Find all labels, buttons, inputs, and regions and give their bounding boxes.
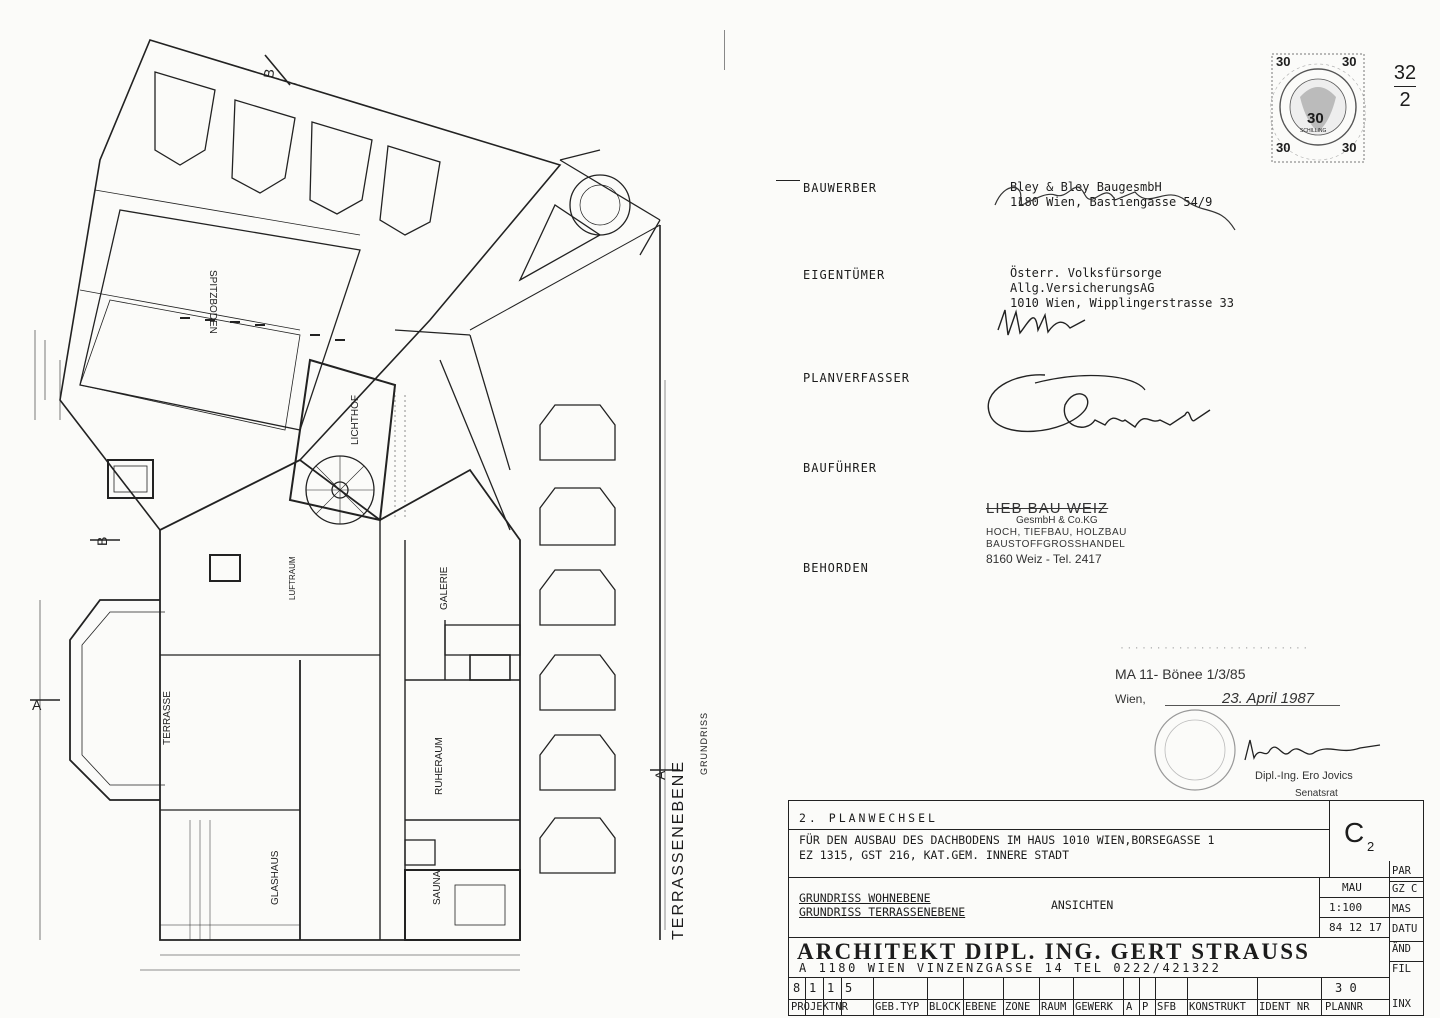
label-behoerden: BEHORDEN — [803, 561, 869, 575]
code-number-0: 8 — [793, 981, 801, 995]
approval-ref: MA 11- Bönee 1/3/85 — [1115, 666, 1246, 682]
stamp-value-tr: 30 — [1342, 54, 1357, 69]
revenue-stamp: 30 30 30 30 30 SCHILLING — [1269, 52, 1367, 164]
view-title: TERRASSENEBENE — [668, 760, 688, 940]
title-block: 2. PLANWECHSEL FÜR DEN AUSBAU DES DACHBO… — [788, 800, 1424, 1016]
view-title-main: TERRASSENEBENE — [670, 759, 687, 940]
footer-cell-3: EBENE — [965, 1001, 997, 1013]
content-extra: ANSICHTEN — [1051, 898, 1114, 912]
footer-cell-1: GEB.TYP — [875, 1001, 920, 1013]
approval-faint-line: · · · · · · · · · · · · · · · · · · · · … — [1120, 640, 1308, 654]
stamp-value-bl: 30 — [1276, 140, 1291, 155]
room-label-spitzboden: SPITZBODEN — [207, 270, 218, 334]
sheet-number-top: 32 — [1393, 62, 1417, 84]
stamp-currency: SCHILLING — [1300, 128, 1327, 134]
label-bauwerber: BAUWERBER — [803, 181, 878, 195]
room-label-ruheraum: RUHERAUM — [434, 737, 445, 795]
contractor-line-4: 8160 Weiz - Tel. 2417 — [986, 552, 1102, 566]
sheet-code: C — [1344, 817, 1365, 848]
right-col-1: GZ C — [1392, 883, 1418, 895]
right-col-4: ÄND — [1392, 943, 1411, 955]
eigentuemer-line-3: 1010 Wien, Wipplingerstrasse 33 — [1010, 296, 1234, 310]
stamp-value-center: 30 — [1307, 110, 1324, 127]
footer-cell-0: PROJEKTNR — [791, 1001, 848, 1013]
code-number-3: 5 — [845, 981, 853, 995]
title-heading: 2. PLANWECHSEL — [799, 811, 938, 825]
footer-cell-8: P — [1142, 1001, 1149, 1013]
label-eigentuemer: EIGENTÜMER — [803, 268, 886, 282]
view-subtitle: GRUNDRISS — [692, 712, 711, 775]
footer-cell-2: BLOCK — [929, 1001, 961, 1013]
contractor-line-2: HOCH, TIEFBAU, HOLZBAU — [986, 527, 1127, 538]
approval-place: Wien, — [1115, 692, 1146, 706]
room-label-sauna: SAUNA — [432, 870, 443, 905]
contractor-name: LIEB BAU WEIZ — [986, 500, 1109, 517]
authority-seal — [1154, 709, 1236, 791]
room-label-luftraum: LUFTRAUM — [288, 556, 297, 600]
room-label-galerie: GALERIE — [439, 566, 450, 610]
signature-authority — [1244, 739, 1381, 761]
plan-date: 84 12 17 — [1329, 921, 1382, 934]
right-col-2: MAS — [1392, 903, 1411, 915]
section-mark-a-right: A — [652, 770, 668, 780]
right-col-3: DATU — [1392, 923, 1418, 935]
section-mark-b-top: B — [260, 67, 277, 79]
right-col-5: FIL — [1392, 963, 1411, 975]
stamp-value-tl: 30 — [1276, 54, 1291, 69]
signature-eigentuemer — [997, 309, 1086, 336]
contractor-line-3: BAUSTOFFGROSSHANDEL — [986, 539, 1126, 550]
view-subtitle-text: GRUNDRISS — [699, 711, 709, 775]
revenue-stamp-graphic — [1269, 53, 1367, 163]
content-line-2: GRUNDRISS TERRASSENEBENE — [799, 905, 966, 919]
footer-cell-7: A — [1126, 1001, 1133, 1013]
mau-label: MAU — [1342, 881, 1362, 894]
section-mark-b-left: B — [94, 537, 110, 546]
sheet-number-bottom: 2 — [1399, 89, 1411, 111]
eigentuemer-line-2: Allg.VersicherungsAG — [1010, 281, 1155, 295]
bauwerber-line-1: Bley & Bley BaugesmbH — [1010, 180, 1162, 194]
content-line-1: GRUNDRISS WOHNEBENE — [799, 891, 931, 905]
approval-date-underline — [1165, 705, 1340, 706]
floor-plan-drawing: LICHTHOF GALERIE RUHERAUM TERRASSE SAUNA… — [30, 39, 680, 971]
footer-cell-10: KONSTRUKT — [1189, 1001, 1246, 1013]
plan-number: 3 0 — [1335, 981, 1357, 995]
contractor-stamp: LIEB BAU WEIZ GesmbH & Co.KG HOCH, TIEFB… — [986, 500, 1127, 566]
approval-title: Senatsrat — [1295, 788, 1338, 799]
room-label-terrasse: TERRASSE — [162, 691, 173, 745]
label-baufuehrer: BAUFÜHRER — [803, 461, 878, 475]
signature-bauwerber — [994, 186, 1236, 231]
stamp-value-br: 30 — [1342, 140, 1357, 155]
architect-address: A 1180 WIEN VINZENZGASSE 14 TEL 0222/421… — [799, 961, 1222, 975]
title-desc-2: EZ 1315, GST 216, KAT.GEM. INNERE STADT — [799, 848, 1070, 862]
sheet-number: 32 2 — [1385, 62, 1425, 111]
eigentuemer-line-1: Österr. Volksfürsorge — [1010, 266, 1162, 280]
footer-cell-9: SFB — [1157, 1001, 1176, 1013]
sheet-index: 2 — [1367, 839, 1375, 854]
approval-official: Dipl.-Ing. Ero Jovics — [1255, 770, 1353, 782]
label-planverfasser: PLANVERFASSER — [803, 371, 910, 385]
room-label-glashaus: GLASHAUS — [270, 850, 281, 905]
footer-cell-12: PLANNR — [1325, 1001, 1363, 1013]
footer-cell-6: GEWERK — [1075, 1001, 1113, 1013]
footer-cell-4: ZONE — [1005, 1001, 1031, 1013]
approval-date: 23. April 1987 — [1222, 690, 1315, 707]
contractor-line-1: GesmbH & Co.KG — [1016, 515, 1098, 526]
code-number-1: 1 — [809, 981, 817, 995]
footer-cell-11: IDENT NR — [1259, 1001, 1310, 1013]
right-col-0: PAR — [1392, 865, 1411, 877]
footer-cell-5: RAUM — [1041, 1001, 1067, 1013]
code-number-2: 1 — [827, 981, 835, 995]
signature-planverfasser — [987, 374, 1211, 433]
section-mark-a-left: A — [32, 697, 42, 713]
bullet-dash — [776, 180, 800, 181]
right-col-6: INX — [1392, 998, 1411, 1010]
room-label-lichthof: LICHTHOF — [350, 395, 361, 445]
fold-mark — [724, 30, 725, 70]
architect-name: ARCHITEKT DIPL. ING. GERT STRAUSS — [797, 939, 1311, 964]
title-desc-1: FÜR DEN AUSBAU DES DACHBODENS IM HAUS 10… — [799, 833, 1215, 847]
scale: 1:100 — [1329, 901, 1363, 914]
